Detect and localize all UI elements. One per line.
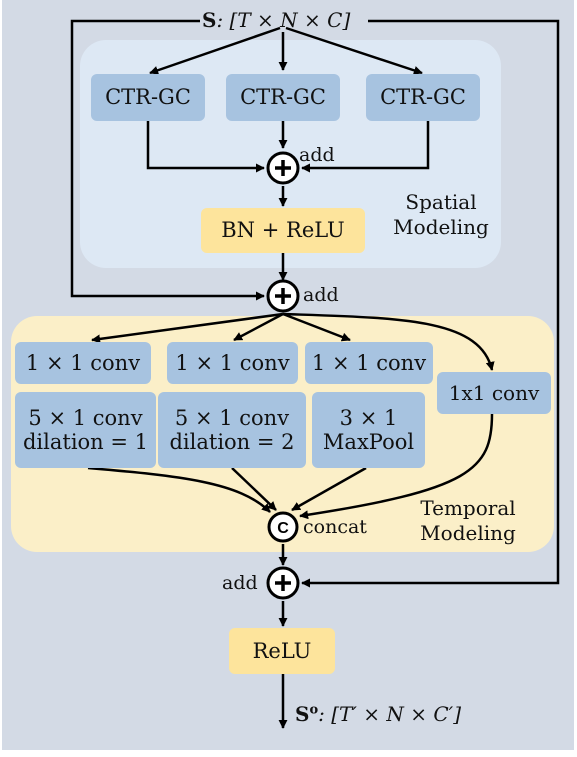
arrow-add2-branch4 bbox=[282, 312, 495, 371]
arrow-skip-spatial bbox=[70, 19, 265, 301]
conv5x1-dilation1-block: 5 × 1 conv dilation = 1 bbox=[15, 392, 156, 468]
output-shape: : [T′ × N × C′] bbox=[318, 702, 461, 726]
concat-label: concat bbox=[303, 516, 367, 538]
output-superscript: o bbox=[309, 702, 319, 718]
temporal-modeling-label: Temporal Modeling bbox=[403, 496, 533, 546]
spatial-label-line1: Spatial bbox=[405, 190, 477, 214]
output-tensor-label: So: [T′ × N × C′] bbox=[295, 702, 461, 726]
concat-symbol: C bbox=[277, 520, 289, 537]
branch2-line2: dilation = 2 bbox=[169, 430, 295, 454]
ctr-gc-block-3: CTR-GC bbox=[366, 74, 480, 121]
bn-relu-block: BN + ReLU bbox=[201, 208, 365, 253]
add-node-residual bbox=[266, 279, 300, 313]
concat-node: C bbox=[267, 511, 299, 543]
branch3-line2: MaxPool bbox=[322, 430, 415, 454]
arrow-add2-branch3 bbox=[282, 312, 351, 342]
conv1x1-block-4: 1x1 conv bbox=[437, 372, 551, 414]
conv1x1-block-1: 1 × 1 conv bbox=[15, 342, 151, 384]
input-symbol: S bbox=[202, 8, 217, 32]
conv1x1-block-2: 1 × 1 conv bbox=[167, 342, 298, 384]
arrow-branch4-concat bbox=[299, 413, 494, 520]
ctr-gc-block-1: CTR-GC bbox=[91, 74, 205, 121]
arrow-branch2-concat bbox=[231, 467, 277, 511]
conv5x1-dilation2-block: 5 × 1 conv dilation = 2 bbox=[158, 392, 306, 468]
arrow-ctr1-add bbox=[146, 121, 265, 173]
arrow-skip-main bbox=[301, 19, 560, 588]
branch1-line2: dilation = 1 bbox=[22, 430, 149, 454]
arrow-add2-branch1 bbox=[91, 312, 284, 344]
add-node-final bbox=[266, 566, 300, 600]
relu-block: ReLU bbox=[229, 628, 335, 674]
conv1x1-block-3: 1 × 1 conv bbox=[305, 342, 433, 384]
temporal-label-line1: Temporal bbox=[420, 496, 516, 520]
input-shape: : [T × N × C] bbox=[216, 8, 351, 32]
arrow-input-ctr1 bbox=[149, 26, 281, 75]
residual-add-label: add bbox=[303, 284, 339, 306]
spatial-add-label: add bbox=[299, 144, 335, 166]
output-symbol: S bbox=[295, 702, 310, 726]
arrow-ctr3-add bbox=[301, 121, 430, 173]
maxpool-block: 3 × 1 MaxPool bbox=[312, 392, 425, 468]
spatial-modeling-label: Spatial Modeling bbox=[380, 190, 502, 240]
final-add-label: add bbox=[222, 572, 258, 594]
spatial-label-line2: Modeling bbox=[393, 215, 489, 239]
ctr-gc-block-2: CTR-GC bbox=[226, 74, 340, 121]
branch3-line1: 3 × 1 bbox=[339, 405, 398, 430]
branch2-line1: 5 × 1 conv bbox=[174, 405, 290, 430]
temporal-label-line2: Modeling bbox=[420, 521, 516, 545]
branch1-line1: 5 × 1 conv bbox=[28, 405, 143, 430]
arrow-input-ctr3 bbox=[285, 26, 423, 75]
arrow-add2-branch2 bbox=[233, 312, 284, 342]
add-node-spatial bbox=[266, 151, 300, 185]
arrow-branch1-concat bbox=[87, 466, 271, 513]
arrow-branch3-concat bbox=[291, 466, 367, 512]
input-tensor-label: S: [T × N × C] bbox=[202, 8, 350, 32]
